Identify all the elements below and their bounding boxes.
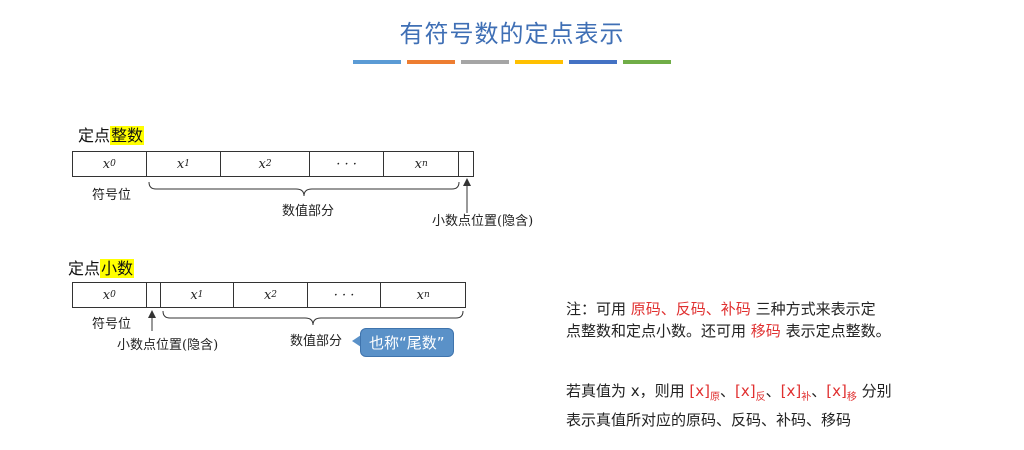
- integer-cell-sub: n: [422, 159, 428, 169]
- code-notation-sub: 反: [755, 392, 766, 403]
- fraction-section-label: 定点小数: [68, 255, 135, 279]
- note-text: 若真值为 x，则用: [566, 382, 690, 400]
- fraction-point-arrow: [148, 310, 156, 331]
- code-notation-main: [x]: [689, 382, 711, 400]
- code-separator: 、: [720, 382, 736, 400]
- page-title: 有符号数的定点表示: [399, 20, 625, 48]
- fraction-cell-sub: n: [423, 290, 430, 300]
- title-bar-segment: [623, 60, 671, 64]
- code-notation-list: [x]原、[x]反、[x]补、[x]移: [689, 382, 857, 403]
- note-line-3: 若真值为 x，则用 [x]原、[x]反、[x]补、[x]移 分别: [566, 380, 1006, 409]
- integer-value-brace: [148, 181, 460, 197]
- note-highlight-codes: 原码、反码、补码: [630, 300, 751, 318]
- integer-cell-sub: 0: [110, 159, 116, 169]
- title-bar-segment: [353, 60, 401, 64]
- fraction-label-prefix: 定点: [68, 259, 101, 278]
- note-block: 注：可用 原码、反码、补码 三种方式来表示定 点整数和定点小数。还可用 移码 表…: [566, 298, 1006, 342]
- title-bar-segment: [569, 60, 617, 64]
- integer-cell-var: x: [176, 156, 185, 172]
- code-notation-反: [x]反: [735, 382, 766, 403]
- fraction-sign-label: 符号位: [92, 317, 132, 332]
- code-notation-main: [x]: [780, 382, 802, 400]
- integer-cell-var: x: [414, 156, 423, 172]
- code-separator: 、: [811, 382, 827, 400]
- note-block-2: 若真值为 x，则用 [x]原、[x]反、[x]补、[x]移 分别 表示真值所对应…: [566, 380, 1006, 431]
- fraction-cell-var: x: [190, 287, 198, 303]
- note-line-2: 点整数和定点小数。还可用 移码 表示定点整数。: [566, 320, 1006, 342]
- mantissa-callout: 也称“尾数”: [360, 328, 454, 357]
- note-text: 注：可用: [566, 300, 631, 318]
- note-line-4: 表示真值所对应的原码、反码、补码、移码: [566, 411, 852, 429]
- note-text: 点整数和定点小数。还可用: [566, 322, 751, 340]
- code-notation-main: [x]: [735, 382, 756, 400]
- fraction-value-brace: [162, 310, 464, 326]
- fraction-label-highlight: 小数: [100, 259, 135, 278]
- fraction-value-label: 数值部分: [290, 334, 343, 349]
- code-notation-原: [x]原: [689, 382, 721, 403]
- integer-cell-sub: 2: [265, 159, 272, 169]
- integer-cell-var: x: [102, 156, 111, 172]
- integer-cell-5: [459, 152, 473, 176]
- title-bar-segment: [461, 60, 509, 64]
- integer-cell-3: · · ·: [310, 152, 385, 176]
- note-highlight-excess: 移码: [750, 322, 781, 340]
- fraction-cell-var: x: [102, 287, 111, 303]
- fraction-cell-var: · · ·: [333, 287, 355, 303]
- note-text: 表示定点整数。: [780, 322, 891, 340]
- integer-section-label: 定点整数: [78, 122, 145, 146]
- callout-tail: [352, 335, 361, 347]
- integer-point-label: 小数点位置(隐含): [432, 214, 534, 229]
- title-bar-segment: [515, 60, 563, 64]
- title-bar-segment: [407, 60, 455, 64]
- code-notation-移: [x]移: [826, 382, 857, 403]
- fraction-cell-1: [147, 283, 161, 307]
- code-notation-补: [x]补: [780, 382, 812, 403]
- fraction-cell-var: x: [263, 287, 272, 303]
- integer-cell-var: · · ·: [336, 156, 357, 172]
- note-line-1: 注：可用 原码、反码、补码 三种方式来表示定: [566, 298, 1006, 320]
- fraction-point-label: 小数点位置(隐含): [117, 338, 219, 353]
- integer-value-label: 数值部分: [282, 204, 335, 219]
- integer-point-arrow: [463, 178, 471, 213]
- fraction-cell-sub: 2: [271, 290, 278, 300]
- note-text: 三种方式来表示定: [750, 300, 876, 318]
- fraction-cell-4: · · ·: [308, 283, 382, 307]
- fraction-cell-var: x: [416, 287, 424, 303]
- integer-label-highlight: 整数: [110, 126, 145, 145]
- code-notation-sub: 补: [801, 392, 812, 403]
- integer-sign-label: 符号位: [92, 188, 132, 203]
- code-separator: 、: [765, 382, 781, 400]
- fraction-cell-sub: 0: [110, 290, 116, 300]
- integer-cell-sub: 1: [184, 159, 190, 169]
- integer-label-prefix: 定点: [78, 126, 111, 145]
- code-notation-sub: 移: [846, 392, 857, 403]
- fraction-cell-sub: 1: [197, 290, 204, 300]
- note-text: 分别: [856, 382, 892, 400]
- code-notation-sub: 原: [710, 392, 721, 403]
- integer-cell-var: x: [258, 156, 266, 172]
- code-notation-main: [x]: [826, 382, 847, 400]
